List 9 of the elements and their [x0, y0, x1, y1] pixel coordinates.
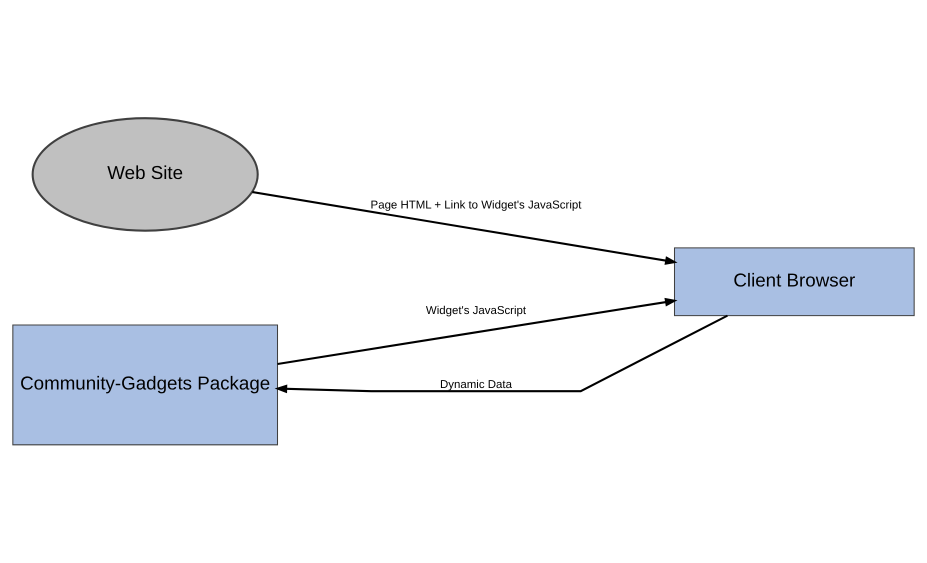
arrow: [277, 298, 678, 366]
node-box: Client Browser: [674, 247, 915, 316]
node-box: Community-Gadgets Package: [12, 324, 278, 446]
arrow: [274, 314, 728, 394]
node-ellipse: Web Site: [32, 117, 259, 232]
edge-label: Dynamic Data: [440, 378, 512, 391]
edge-label: Widget's JavaScript: [426, 304, 526, 317]
edge-label: Page HTML + Link to Widget's JavaScript: [370, 200, 582, 212]
arrow: [252, 191, 678, 265]
